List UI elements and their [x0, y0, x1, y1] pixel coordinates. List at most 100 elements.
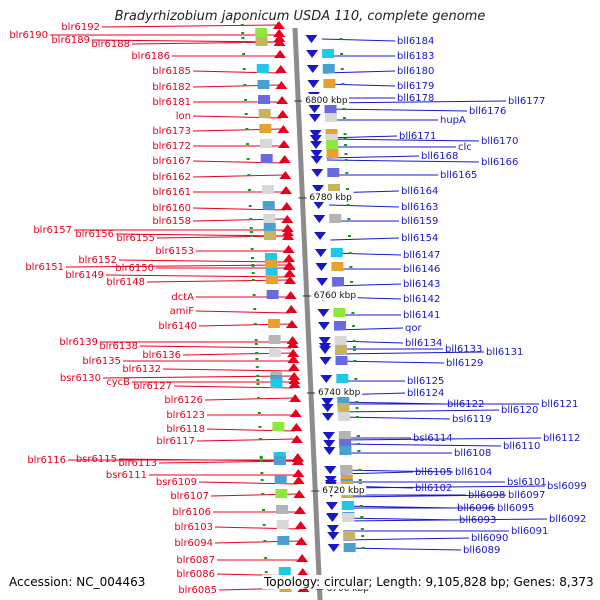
forward-gene-label[interactable]: blr6103: [174, 522, 213, 533]
forward-gene-label[interactable]: lon: [176, 111, 191, 122]
reverse-gene-label[interactable]: bll6171: [399, 131, 436, 142]
reverse-gene-label[interactable]: bll6110: [503, 441, 540, 452]
forward-gene-label[interactable]: bsr6115: [76, 454, 117, 465]
reverse-gene-label[interactable]: bll6170: [481, 136, 518, 147]
forward-gene-label[interactable]: blr6185: [152, 66, 191, 77]
reverse-gene-label[interactable]: bll6091: [511, 526, 548, 537]
reverse-gene-label[interactable]: bll6176: [469, 106, 506, 117]
forward-gene-label[interactable]: blr6189: [51, 35, 90, 46]
forward-gene-label[interactable]: blr6113: [118, 458, 157, 469]
reverse-gene-label[interactable]: bll6121: [541, 399, 578, 410]
forward-gene-label[interactable]: blr6118: [166, 424, 205, 435]
reverse-gene-label[interactable]: bll6133: [445, 344, 482, 355]
forward-gene-label[interactable]: blr6116: [27, 455, 66, 466]
reverse-gene-label[interactable]: bll6108: [454, 448, 491, 459]
reverse-gene-label[interactable]: bll6102: [415, 483, 452, 494]
forward-gene-label[interactable]: bsr6130: [60, 373, 101, 384]
reverse-gene-label[interactable]: bll6095: [497, 503, 534, 514]
reverse-gene-label[interactable]: bll6159: [401, 216, 438, 227]
reverse-gene-label[interactable]: hupA: [440, 115, 466, 126]
forward-gene-label[interactable]: blr6181: [152, 97, 191, 108]
forward-gene-label[interactable]: blr6167: [152, 156, 191, 167]
reverse-gene-label[interactable]: bsl6099: [547, 481, 587, 492]
forward-gene-label[interactable]: blr6182: [152, 82, 191, 93]
reverse-gene-label[interactable]: bll6124: [407, 388, 444, 399]
reverse-gene-label[interactable]: bsl6114: [413, 433, 453, 444]
reverse-gene-label[interactable]: bll6112: [543, 433, 580, 444]
reverse-gene-label[interactable]: bll6089: [463, 545, 500, 556]
reverse-gene-label[interactable]: bll6146: [403, 264, 440, 275]
reverse-gene-label[interactable]: bll6129: [446, 358, 483, 369]
forward-gene-label[interactable]: blr6136: [142, 350, 181, 361]
forward-gene-label[interactable]: blr6157: [33, 225, 72, 236]
forward-gene-label[interactable]: blr6106: [172, 507, 211, 518]
forward-gene-label[interactable]: blr6149: [65, 270, 104, 281]
forward-gene-label[interactable]: blr6086: [176, 569, 215, 580]
reverse-gene-label[interactable]: bll6165: [440, 170, 477, 181]
forward-gene-label[interactable]: blr6150: [115, 263, 154, 274]
reverse-gene-label[interactable]: bll6143: [403, 279, 440, 290]
forward-gene-label[interactable]: blr6155: [116, 233, 155, 244]
forward-gene-label[interactable]: blr6117: [156, 436, 195, 447]
reverse-gene-label[interactable]: bll6090: [471, 533, 508, 544]
reverse-gene-label[interactable]: bll6163: [401, 202, 438, 213]
reverse-gene-label[interactable]: bll6177: [508, 96, 545, 107]
reverse-gene-label[interactable]: bll6142: [403, 294, 440, 305]
forward-gene-label[interactable]: blr6140: [158, 321, 197, 332]
forward-gene-label[interactable]: dctA: [171, 292, 194, 303]
forward-gene-label[interactable]: blr6127: [133, 381, 172, 392]
reverse-gene-label[interactable]: bll6164: [401, 186, 438, 197]
reverse-gene-label[interactable]: bll6092: [549, 514, 586, 525]
reverse-gene-label[interactable]: bll6093: [459, 515, 496, 526]
reverse-gene-label[interactable]: bsl6101: [507, 477, 547, 488]
forward-gene-label[interactable]: blr6153: [155, 246, 194, 257]
forward-gene-label[interactable]: blr6132: [122, 364, 161, 375]
forward-gene-label[interactable]: blr6123: [166, 410, 205, 421]
reverse-gene-label[interactable]: bll6168: [421, 151, 458, 162]
reverse-gene-label[interactable]: bll6098: [468, 490, 505, 501]
forward-gene-label[interactable]: blr6161: [152, 187, 191, 198]
reverse-gene-label[interactable]: bll6178: [397, 93, 434, 104]
forward-gene-label[interactable]: blr6190: [9, 30, 48, 41]
forward-gene-label[interactable]: blr6107: [170, 491, 209, 502]
forward-gene-label[interactable]: blr6186: [131, 51, 170, 62]
reverse-gene-label[interactable]: bll6104: [455, 467, 492, 478]
forward-gene-label[interactable]: blr6173: [152, 126, 191, 137]
reverse-gene-label[interactable]: bll6122: [447, 399, 484, 410]
forward-gene-label[interactable]: blr6152: [78, 255, 117, 266]
reverse-gene-label[interactable]: bll6183: [397, 51, 434, 62]
reverse-gene-label[interactable]: bll6105: [415, 467, 452, 478]
reverse-gene-label[interactable]: bll6096: [457, 503, 494, 514]
reverse-gene-label[interactable]: bll6184: [397, 36, 434, 47]
forward-gene-label[interactable]: blr6192: [61, 22, 100, 33]
forward-gene-label[interactable]: blr6138: [99, 341, 138, 352]
forward-gene-label[interactable]: blr6148: [106, 277, 145, 288]
reverse-gene-label[interactable]: bll6147: [403, 250, 440, 261]
reverse-gene-label[interactable]: bll6120: [501, 405, 538, 416]
forward-gene-label[interactable]: blr6085: [178, 585, 217, 596]
forward-gene-label[interactable]: blr6126: [164, 395, 203, 406]
reverse-gene-label[interactable]: bll6131: [486, 347, 523, 358]
forward-gene-label[interactable]: blr6151: [25, 262, 64, 273]
reverse-gene-label[interactable]: bll6180: [397, 66, 434, 77]
reverse-gene-label[interactable]: bll6166: [481, 157, 518, 168]
forward-gene-label[interactable]: bsr6109: [156, 477, 197, 488]
forward-gene-label[interactable]: blr6087: [176, 555, 215, 566]
forward-gene-label[interactable]: blr6162: [152, 172, 191, 183]
forward-gene-label[interactable]: bsr6111: [106, 470, 147, 481]
reverse-gene-label[interactable]: qor: [405, 323, 422, 334]
forward-gene-label[interactable]: cycB: [106, 377, 130, 388]
reverse-gene-label[interactable]: bll6125: [407, 376, 444, 387]
forward-gene-label[interactable]: blr6139: [59, 337, 98, 348]
forward-gene-label[interactable]: blr6094: [174, 538, 213, 549]
reverse-gene-label[interactable]: clc: [458, 142, 472, 153]
reverse-gene-label[interactable]: bsl6119: [452, 414, 492, 425]
forward-gene-label[interactable]: blr6172: [152, 141, 191, 152]
reverse-gene-label[interactable]: bll6134: [405, 338, 442, 349]
reverse-gene-label[interactable]: bll6179: [397, 81, 434, 92]
forward-gene-label[interactable]: amiF: [170, 306, 195, 317]
forward-gene-label[interactable]: blr6135: [82, 356, 121, 367]
reverse-gene-label[interactable]: bll6141: [403, 310, 440, 321]
reverse-gene-label[interactable]: bll6154: [401, 233, 438, 244]
reverse-gene-label[interactable]: bll6097: [508, 490, 545, 501]
